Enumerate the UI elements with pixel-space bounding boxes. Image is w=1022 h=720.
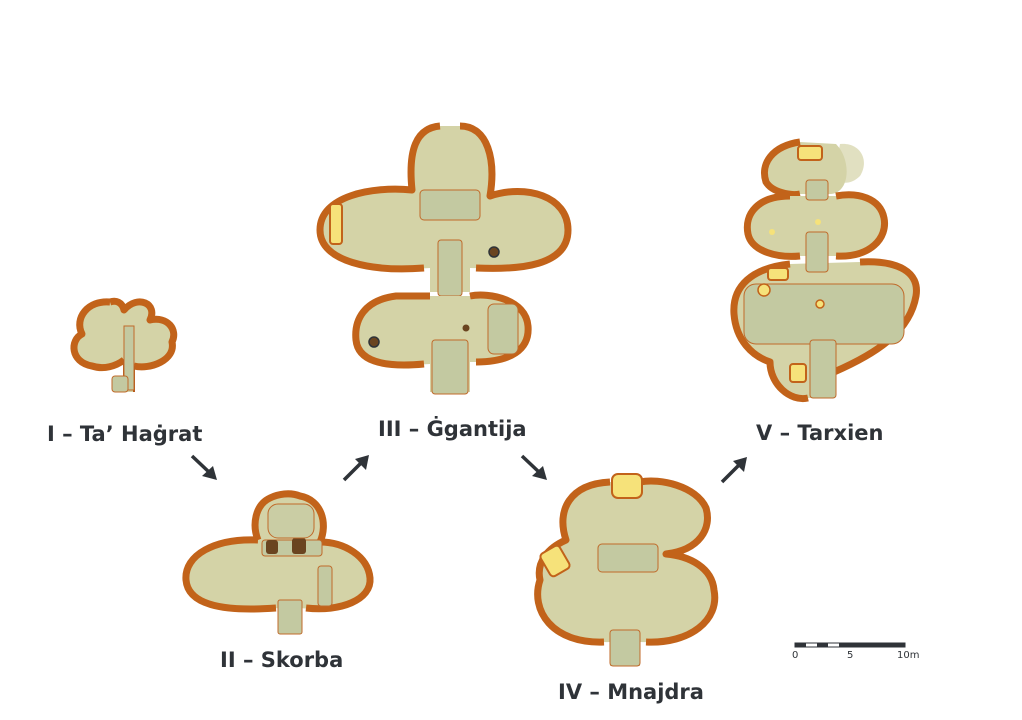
scale-label-0: 0 xyxy=(792,650,798,661)
label-phase-3: III – Ġgantija xyxy=(378,416,527,441)
scale-label-5: 5 xyxy=(847,650,853,661)
label-phase-4: IV – Mnajdra xyxy=(558,680,704,704)
label-phase-2: II – Skorba xyxy=(220,648,343,672)
scale-label-10m: 10m xyxy=(897,650,919,661)
label-phase-5: V – Tarxien xyxy=(756,421,883,445)
plan-ggantija xyxy=(316,122,572,395)
label-phase-1: I – Ta’ Haġrat xyxy=(47,422,202,446)
plan-skorba xyxy=(182,490,374,635)
arrow-3-to-4 xyxy=(520,454,547,480)
plan-ta-hagrat xyxy=(70,297,178,393)
plan-mnajdra xyxy=(534,473,719,667)
plan-tarxien xyxy=(730,138,920,403)
scale-bar: 0 5 10m xyxy=(792,642,919,661)
arrow-4-to-5 xyxy=(720,457,747,484)
arrow-1-to-2 xyxy=(190,454,217,480)
arrow-2-to-3 xyxy=(342,455,369,482)
